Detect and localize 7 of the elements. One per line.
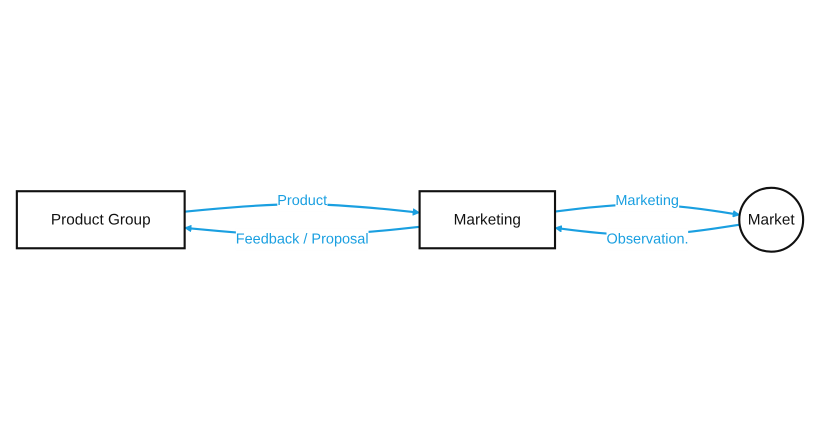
edge-label: Feedback / Proposal (236, 230, 369, 247)
edge-label: Observation. (606, 230, 689, 247)
node-box: Product Group (16, 190, 186, 250)
node-circle: Market (738, 186, 804, 252)
edge-label: Marketing (615, 192, 679, 208)
edge-label: Product (277, 192, 328, 208)
node-box: Marketing (418, 190, 556, 250)
